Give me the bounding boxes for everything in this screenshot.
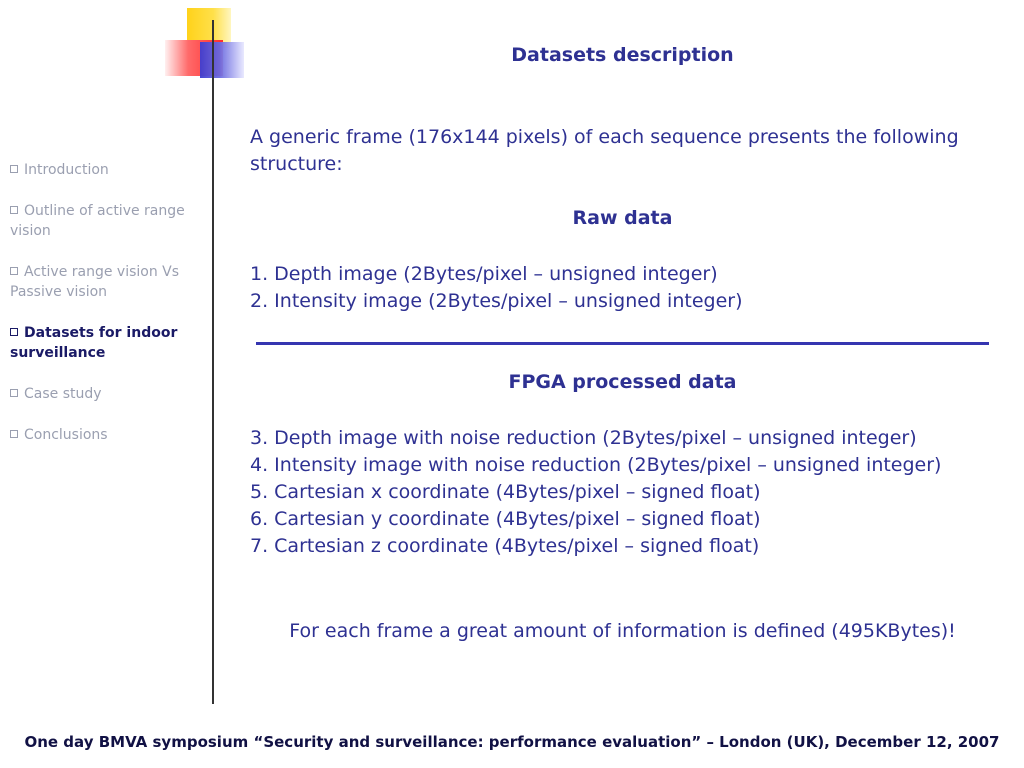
list-item: 4. Intensity image with noise reduction … — [250, 454, 942, 476]
summary-note: For each frame a great amount of informa… — [289, 620, 956, 642]
intro-text: A generic frame (176x144 pixels) of each… — [250, 126, 959, 175]
vertical-divider — [212, 20, 214, 704]
raw-data-heading: Raw data — [572, 207, 673, 229]
sidebar-item-case-study[interactable]: Case study — [10, 384, 210, 404]
checkbox-icon — [10, 328, 18, 336]
section-divider — [256, 342, 989, 345]
checkbox-icon — [10, 389, 18, 397]
list-item: 5. Cartesian x coordinate (4Bytes/pixel … — [250, 481, 761, 503]
fpga-data-heading: FPGA processed data — [508, 371, 737, 393]
list-item: 6. Cartesian y coordinate (4Bytes/pixel … — [250, 508, 761, 530]
sidebar: Introduction Outline of active range vis… — [10, 160, 210, 466]
list-item: 1. Depth image (2Bytes/pixel – unsigned … — [250, 263, 718, 285]
checkbox-icon — [10, 430, 18, 438]
sidebar-item-outline[interactable]: Outline of active range vision — [10, 203, 185, 239]
sidebar-item-datasets[interactable]: Datasets for indoor surveillance — [10, 325, 178, 361]
footer: One day BMVA symposium “Security and sur… — [24, 733, 1000, 751]
page-title: Datasets description — [511, 44, 734, 66]
logo — [160, 8, 250, 80]
checkbox-icon — [10, 267, 18, 275]
logo-blue-square — [200, 42, 244, 78]
sidebar-item-conclusions[interactable]: Conclusions — [10, 425, 210, 445]
sidebar-item-active-vs-passive[interactable]: Active range vision Vs Passive vision — [10, 264, 180, 300]
sidebar-item-introduction[interactable]: Introduction — [10, 160, 210, 180]
list-item: 7. Cartesian z coordinate (4Bytes/pixel … — [250, 535, 760, 557]
checkbox-icon — [10, 165, 18, 173]
list-item: 3. Depth image with noise reduction (2By… — [250, 427, 917, 449]
fpga-data-list: 3. Depth image with noise reduction (2By… — [250, 425, 1010, 560]
checkbox-icon — [10, 206, 18, 214]
list-item: 2. Intensity image (2Bytes/pixel – unsig… — [250, 290, 743, 312]
raw-data-list: 1. Depth image (2Bytes/pixel – unsigned … — [250, 261, 1010, 315]
